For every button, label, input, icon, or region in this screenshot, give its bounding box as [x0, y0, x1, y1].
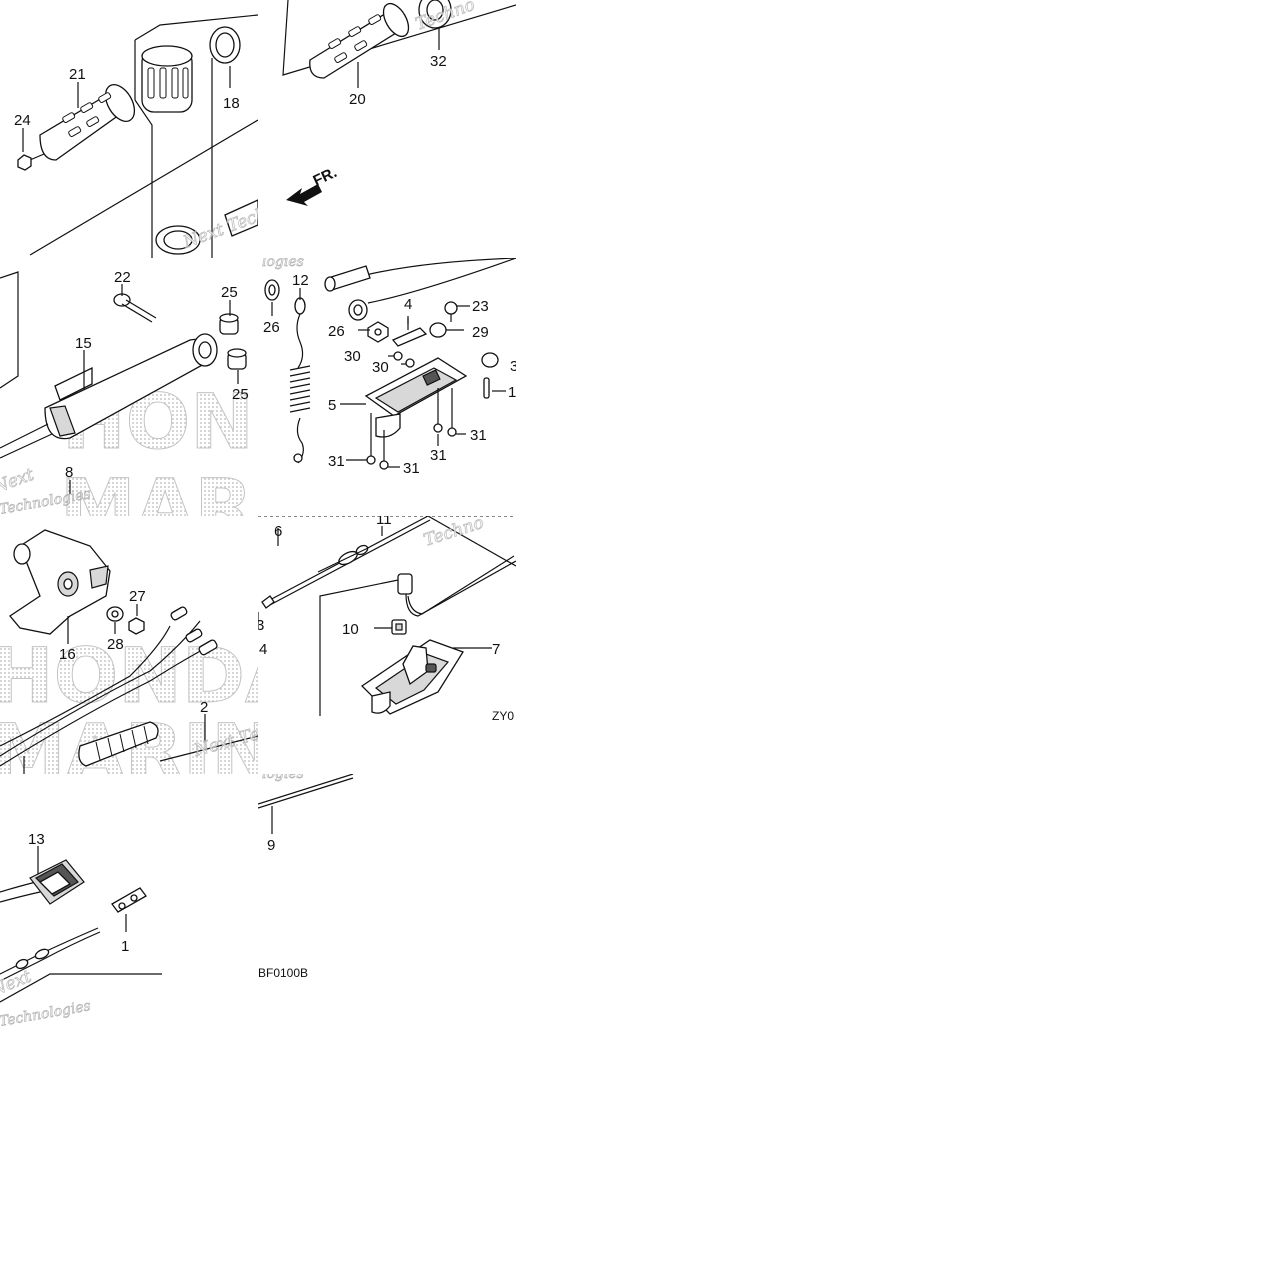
callout-22: 22	[114, 269, 131, 286]
tile-handle-grip: 21 24 18 Next Technologies	[0, 0, 258, 258]
cable-11	[261, 516, 431, 609]
watermark-brand-2: MARINE	[60, 462, 258, 516]
callout-25-bottom: 25	[232, 386, 249, 403]
bolt-24	[17, 153, 45, 171]
callout-13: 13	[28, 831, 45, 848]
tiller-arm-15	[0, 333, 218, 459]
callout-31-d: 31	[470, 427, 487, 444]
callout-3-partial: 3	[510, 358, 516, 375]
tile-cable-case: 6 11 3 10 7 4 ZY0 Techno	[258, 516, 516, 774]
callout-25-top: 25	[221, 284, 238, 301]
callout-20: 20	[349, 91, 366, 108]
callout-21: 21	[69, 66, 86, 83]
tile-connector: 13 1 Next Technologies	[0, 774, 258, 1032]
fuel-connector	[324, 265, 371, 292]
nut-26b	[367, 321, 389, 343]
front-arrow-icon	[286, 184, 322, 206]
callout-24: 24	[14, 112, 31, 129]
drawing-code-bf: BF0100B	[258, 966, 308, 980]
watermark-technologies-3: Technologies	[0, 998, 92, 1030]
throttle-grip	[39, 84, 136, 161]
callout-4-lower: 4	[259, 641, 267, 658]
collar-25b	[227, 348, 247, 370]
washer-26a	[264, 279, 280, 301]
cable-12	[289, 297, 311, 464]
nut-27	[128, 617, 145, 635]
callout-6: 6	[274, 523, 282, 540]
screws-31	[366, 388, 457, 470]
callout-16: 16	[59, 646, 76, 663]
callout-32: 32	[430, 53, 447, 70]
callout-26-left: 26	[263, 319, 280, 336]
callout-29: 29	[472, 324, 489, 341]
callout-1-partial: 1	[508, 384, 516, 401]
grip-20	[309, 2, 410, 79]
pin-1a	[483, 377, 490, 399]
callout-8: 8	[65, 464, 73, 481]
tile-tiller-arm: HONDA MARINE	[0, 258, 258, 516]
grip-holder	[141, 45, 193, 113]
callout-12: 12	[292, 272, 309, 289]
tile-grip-front: 20 32 FR. Techno	[258, 0, 516, 258]
watermark-next: Next Technologies	[180, 179, 258, 253]
collar-32	[418, 0, 452, 29]
tile-switch-case: 12 26 26 4 23 29 30 30 5 31 31 31 31 1 3…	[258, 258, 516, 516]
tile-bracket: HONDA MARINE	[0, 516, 258, 774]
plate-4	[391, 318, 428, 347]
throttle-cable	[0, 927, 101, 981]
callout-10: 10	[342, 621, 359, 638]
rod-9	[258, 774, 354, 809]
grommet-3b	[481, 352, 499, 368]
watermark-logies-2: logies	[262, 774, 304, 782]
callout-31-c: 31	[430, 447, 447, 464]
link-rod	[397, 555, 516, 617]
callout-11: 11	[376, 516, 392, 528]
clamp-29	[429, 322, 464, 338]
collar-25a	[219, 313, 239, 335]
callout-23: 23	[472, 298, 489, 315]
watermark-next-2: Next	[0, 465, 37, 498]
drawing-code-zy: ZY0	[492, 709, 514, 723]
callout-15: 15	[75, 335, 92, 352]
connector-nipple	[348, 258, 516, 321]
callout-2: 2	[200, 699, 208, 716]
callout-18: 18	[223, 95, 240, 112]
callout-5: 5	[328, 397, 336, 414]
terminal-1	[111, 887, 147, 913]
callout-30-top: 30	[344, 348, 361, 365]
front-direction-label: FR.	[311, 164, 340, 190]
screw-23	[444, 301, 470, 322]
tile-rod: 9 BF0100B logies	[258, 774, 358, 984]
grommet-2	[78, 721, 159, 767]
watermark-logies: logies	[262, 258, 304, 270]
bracket-16	[9, 529, 111, 635]
case-7	[360, 639, 464, 715]
ring-18	[209, 26, 241, 64]
bolt-22	[113, 293, 157, 323]
screws-30	[393, 351, 415, 368]
callout-9: 9	[267, 837, 275, 854]
callout-26-right: 26	[328, 323, 345, 340]
washer-28	[106, 606, 124, 622]
wire-harness	[0, 606, 218, 767]
grommet-10	[391, 619, 407, 635]
callout-7: 7	[492, 641, 500, 658]
callout-4: 4	[404, 296, 412, 313]
watermark-technologies-2: Techno	[421, 516, 486, 551]
callout-28: 28	[107, 636, 124, 653]
callout-27: 27	[129, 588, 146, 605]
switch-case-5	[364, 357, 468, 438]
callout-31-b: 31	[403, 460, 420, 477]
connector-13	[0, 859, 85, 905]
callout-3: 3	[258, 617, 264, 634]
callout-1: 1	[121, 938, 129, 955]
callout-31-a: 31	[328, 453, 345, 470]
callout-30-bottom: 30	[372, 359, 389, 376]
